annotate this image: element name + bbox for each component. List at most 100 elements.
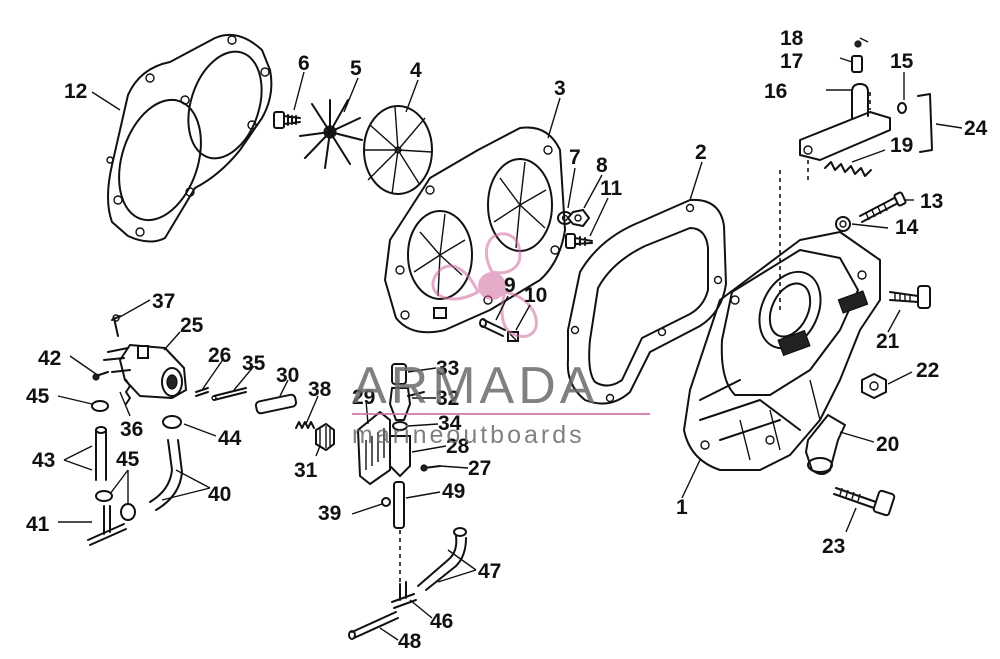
callout-41: 41 [26,513,50,536]
part-18-ball [854,40,862,48]
callout-35: 35 [242,352,266,375]
callout-5: 5 [350,57,362,80]
watermark-brand: ARMADA [352,357,599,415]
part-1-carburetor-body [683,231,881,471]
callout-37: 37 [152,290,175,313]
callout-4: 4 [410,59,422,82]
watermark-tagline: marineoutboards [352,421,585,449]
part-42-screw [92,371,109,381]
callout-26: 26 [208,344,231,367]
leader-lines [57,37,963,641]
part-48-rod [348,611,399,640]
part-30-sleeve [254,393,298,415]
part-5-reed-spider [299,99,363,169]
callout-27: 27 [468,457,491,480]
callout-10: 10 [524,284,547,307]
callout-17: 17 [780,50,803,73]
part-16-linkage-arm [799,83,891,161]
callout-6: 6 [298,52,310,75]
callout-43: 43 [32,449,55,472]
part-13-screw [859,191,907,223]
part-31-nut [315,422,335,452]
callout-48: 48 [398,630,422,653]
part-6-screw [273,111,301,129]
part-12-gasket [106,34,273,243]
part-45-clamp-top [91,400,109,412]
part-19-spring [824,161,872,177]
callout-23: 23 [822,535,845,558]
callout-19: 19 [890,134,913,157]
callout-33: 33 [436,357,459,380]
callout-31: 31 [294,459,318,482]
callout-8: 8 [596,154,608,177]
callout-45-bottom: 45 [116,448,140,471]
part-21-bolt [889,285,931,309]
part-38-spring [295,421,315,429]
part-27-screw [420,464,441,472]
part-4-diaphragm [363,105,433,195]
callout-47: 47 [478,560,501,583]
part-35-rod [211,387,247,401]
part-14-washer [835,216,851,232]
callout-16: 16 [764,80,787,103]
part-43-hose [95,426,107,481]
callout-38: 38 [308,378,332,401]
part-8-nut [566,208,591,228]
part-11-screw [565,233,593,249]
part-17-sleeve [851,55,863,73]
part-20-elbow [805,414,846,475]
callout-34: 34 [438,412,462,435]
callout-12: 12 [64,80,87,103]
callout-1: 1 [676,496,688,519]
part-28-housing [389,435,411,478]
part-34-ring [392,421,408,431]
callout-40: 40 [208,483,231,506]
callout-20: 20 [876,433,899,456]
callout-13: 13 [920,190,943,213]
callout-14: 14 [895,216,919,239]
callout-36: 36 [120,418,143,441]
callout-18: 18 [780,27,804,50]
part-39-ball [381,497,391,507]
part-45-clamp-bottom [95,490,113,502]
callout-39: 39 [318,502,341,525]
callout-24: 24 [964,117,988,140]
callout-3: 3 [554,77,566,100]
part-22-nut [861,372,887,400]
callout-25: 25 [180,314,204,337]
part-46-connector [391,581,417,609]
part-44-clamp [162,415,182,429]
callout-28: 28 [446,435,470,458]
propeller-logo-icon [431,232,538,338]
watermark-divider [352,413,650,415]
callout-15: 15 [890,50,914,73]
callout-labels: 12 6 5 4 3 7 8 11 9 10 2 18 17 16 15 24 … [26,27,988,653]
callout-46: 46 [430,610,453,633]
part-24-rod [917,93,933,153]
callout-44: 44 [218,427,242,450]
callout-32: 32 [436,387,459,410]
callout-29: 29 [352,386,375,409]
part-9-pin [479,318,506,337]
callout-21: 21 [876,330,900,353]
callout-30: 30 [276,364,299,387]
callout-9: 9 [504,274,516,297]
part-25-pump-body [103,344,187,399]
part-33-cap [391,363,407,385]
callout-42: 42 [38,347,61,370]
callout-11: 11 [600,177,623,200]
callout-2: 2 [695,141,707,164]
part-32-valve [389,387,425,421]
callout-22: 22 [916,359,939,382]
part-47-hose [417,527,467,591]
part-2-gasket [566,198,727,405]
part-41-tee-fitting [87,505,127,546]
part-23-bolt [833,487,896,517]
callout-49: 49 [442,480,465,503]
callout-45-top: 45 [26,385,50,408]
part-36-spring [125,379,131,405]
part-15-clip [897,102,907,114]
part-49-tube [393,481,405,529]
